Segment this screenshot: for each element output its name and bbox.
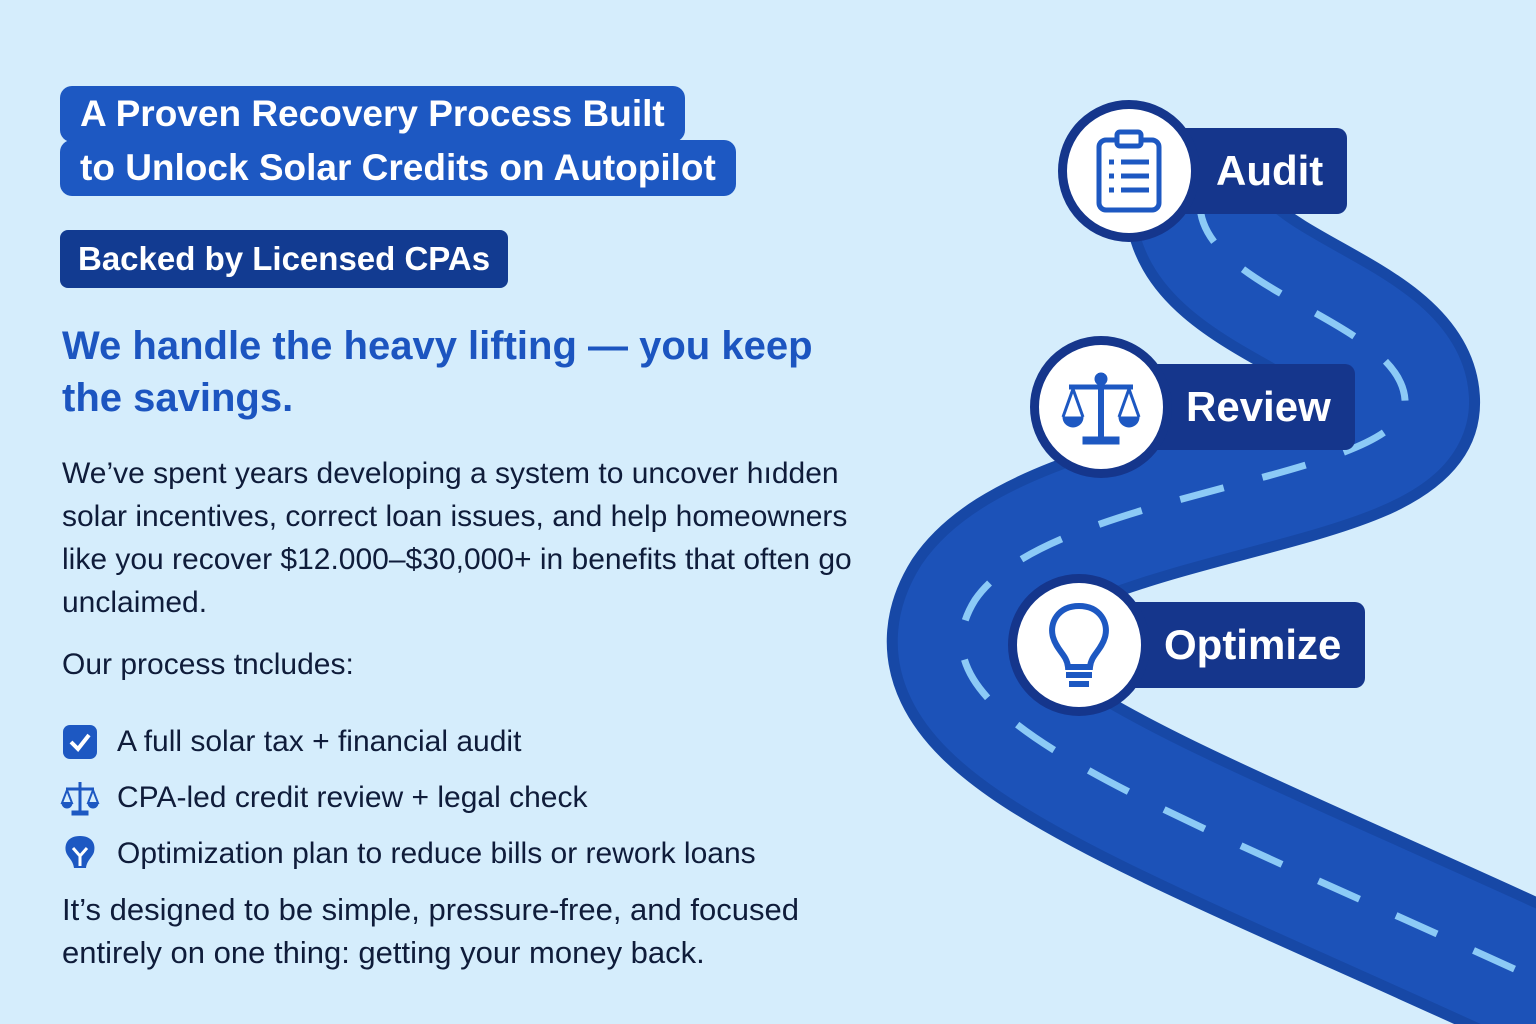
list-item: A full solar tax + financial audit [60, 714, 756, 770]
list-item-text: CPA-led credit review + legal check [117, 781, 588, 814]
step-audit: Audit [1058, 100, 1348, 242]
list-item-text: Optimization plan to reduce bills or rew… [117, 837, 756, 870]
scales-icon [1030, 336, 1172, 478]
list-item: CPA-led credit review + legal check [60, 770, 756, 826]
list-item-text: A full solar tax + financial audit [117, 725, 522, 758]
title-line-2: to Unlock Solar Credits on Autopilot [60, 140, 736, 196]
step-review: Review [1030, 336, 1355, 478]
headline: We handle the heavy lifting — you keep t… [62, 324, 813, 420]
cpa-badge: Backed by Licensed CPAs [60, 230, 509, 288]
title-banner: A Proven Recovery Process Built to Unloc… [60, 86, 736, 196]
lightbulb-icon [60, 834, 100, 874]
step-optimize: Optimize [1008, 574, 1366, 716]
checkbox-icon [60, 722, 100, 762]
process-list: A full solar tax + financial audit CPA-l… [60, 714, 756, 882]
includes-label: Our process tncludes: [62, 648, 354, 681]
closing-text: It’s designed to be simple, pressure-fre… [62, 892, 799, 970]
body-text: We’ve spent years developing a system to… [62, 457, 852, 619]
clipboard-icon [1058, 100, 1200, 242]
road-center-dashes [958, 199, 1536, 983]
lightbulb-icon [1008, 574, 1150, 716]
scales-icon [60, 778, 100, 818]
list-item: Optimization plan to reduce bills or rew… [60, 826, 756, 882]
title-line-1: A Proven Recovery Process Built [60, 86, 685, 142]
